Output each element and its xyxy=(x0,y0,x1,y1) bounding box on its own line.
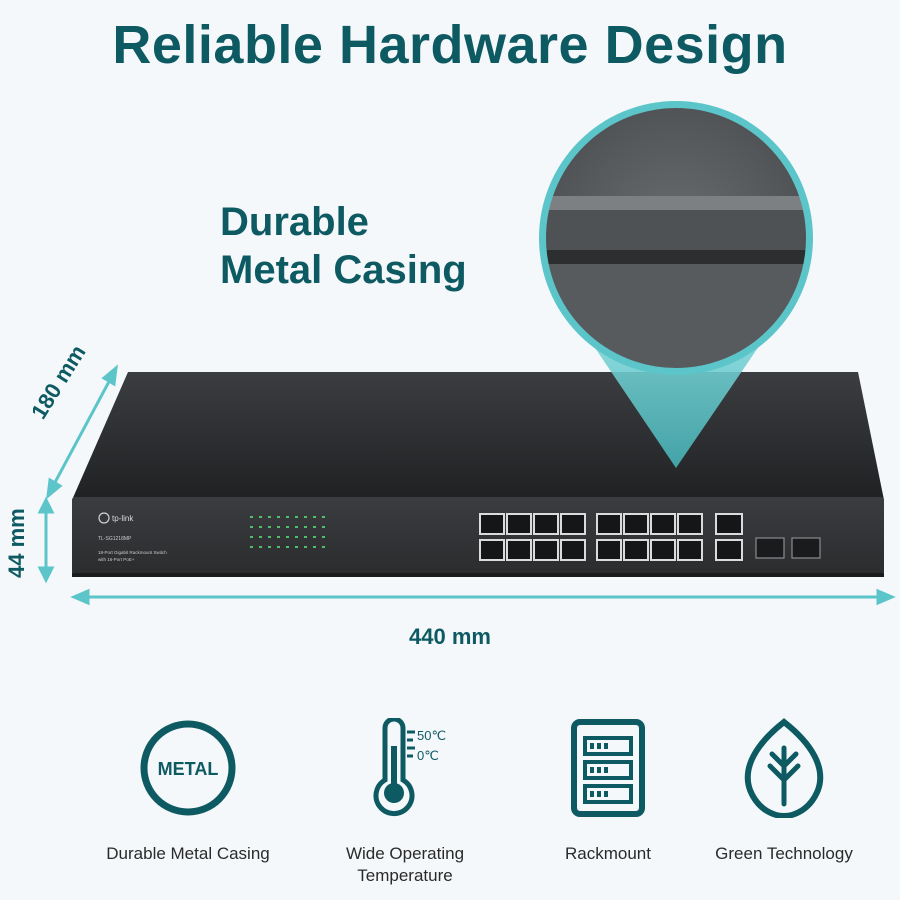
led-indicator xyxy=(313,526,316,528)
metal-badge-icon: METAL xyxy=(140,720,236,816)
led-indicator xyxy=(313,516,316,518)
dimension-arrows xyxy=(37,364,896,606)
led-indicator xyxy=(322,516,325,518)
led-indicator xyxy=(277,516,280,518)
led-indicator xyxy=(268,536,271,538)
metal-badge-text: METAL xyxy=(158,759,219,779)
led-indicator xyxy=(304,526,307,528)
rj45-port xyxy=(596,539,622,561)
rj45-port xyxy=(650,513,676,535)
rj45-port xyxy=(623,539,649,561)
led-indicator xyxy=(268,546,271,548)
feature-label: Durable Metal Casing xyxy=(106,844,270,863)
led-indicator xyxy=(286,546,289,548)
thermometer-icon: 50℃ 0℃ xyxy=(373,716,446,817)
description-line-2: with 16-Port PoE+ xyxy=(98,557,135,562)
rj45-port xyxy=(677,513,703,535)
led-indicator xyxy=(268,516,271,518)
led-indicator xyxy=(295,526,298,528)
feature-headline: Durable Metal Casing xyxy=(220,198,467,294)
headline-line-1: Durable xyxy=(220,200,369,244)
height-label: 44 mm xyxy=(4,508,29,578)
rj45-port xyxy=(623,513,649,535)
led-indicator xyxy=(304,546,307,548)
feature-rackmount: Rackmount xyxy=(508,718,708,865)
led-indicator xyxy=(277,536,280,538)
led-indicator xyxy=(304,516,307,518)
description-line-1: 18-Port Gigabit Rackmount Switch xyxy=(98,550,167,555)
rj45-port xyxy=(715,513,743,535)
rj45-port xyxy=(479,539,505,561)
rj45-port xyxy=(506,539,532,561)
feature-temperature: 50℃ 0℃ Wide Operating Temperature xyxy=(305,716,505,887)
sfp-slot xyxy=(791,537,821,559)
feature-metal-casing: METAL Durable Metal Casing xyxy=(88,718,288,865)
feature-label-line-1: Wide Operating xyxy=(345,844,465,863)
led-indicator xyxy=(259,536,262,538)
rj45-port xyxy=(560,539,586,561)
model-text: TL-SG1218MP xyxy=(98,536,132,542)
led-indicator xyxy=(322,536,325,538)
led-indicator xyxy=(313,536,316,538)
led-indicator xyxy=(250,516,253,518)
rj45-port xyxy=(533,513,559,535)
led-indicator xyxy=(250,526,253,528)
led-indicator xyxy=(304,536,307,538)
led-indicators xyxy=(250,516,325,548)
led-indicator xyxy=(286,516,289,518)
led-indicator xyxy=(259,516,262,518)
led-indicator xyxy=(322,526,325,528)
rj45-port xyxy=(715,539,743,561)
device-illustration: tp-link TL-SG1218MP 18-Port Gigabit Rack… xyxy=(37,101,896,606)
led-indicator xyxy=(259,526,262,528)
headline-line-2: Metal Casing xyxy=(220,248,467,292)
feature-label: Rackmount xyxy=(565,844,651,863)
led-indicator xyxy=(322,546,325,548)
led-indicator xyxy=(277,526,280,528)
rj45-port xyxy=(533,539,559,561)
led-indicator xyxy=(286,526,289,528)
tp-link-logo xyxy=(98,512,110,524)
led-indicator xyxy=(295,546,298,548)
rj45-port xyxy=(479,513,505,535)
feature-label: Wide Operating Temperature xyxy=(305,843,505,887)
led-indicator xyxy=(250,546,253,548)
ethernet-ports xyxy=(479,513,743,561)
switch-top-panel xyxy=(72,372,884,500)
temp-low-text: 0℃ xyxy=(417,748,439,763)
rj45-port xyxy=(650,539,676,561)
rj45-port xyxy=(677,539,703,561)
width-label: 440 mm xyxy=(409,624,491,649)
feature-label: Green Technology xyxy=(715,844,853,863)
led-indicator xyxy=(250,536,253,538)
led-indicator xyxy=(268,526,271,528)
temp-high-text: 50℃ xyxy=(417,728,446,743)
led-indicator xyxy=(295,516,298,518)
leaf-icon xyxy=(744,718,824,820)
rackmount-icon xyxy=(571,719,645,817)
feature-label-line-2: Temperature xyxy=(357,866,453,885)
page-title: Reliable Hardware Design xyxy=(112,15,788,75)
led-indicator xyxy=(259,546,262,548)
rj45-port xyxy=(596,513,622,535)
brand-text: tp-link xyxy=(112,514,134,523)
led-indicator xyxy=(286,536,289,538)
sfp-slot xyxy=(755,537,785,559)
led-indicator xyxy=(295,536,298,538)
switch-front-panel xyxy=(72,497,884,575)
led-indicator xyxy=(313,546,316,548)
rj45-port xyxy=(506,513,532,535)
feature-green-technology: Green Technology xyxy=(684,718,884,865)
rj45-port xyxy=(560,513,586,535)
led-indicator xyxy=(277,546,280,548)
